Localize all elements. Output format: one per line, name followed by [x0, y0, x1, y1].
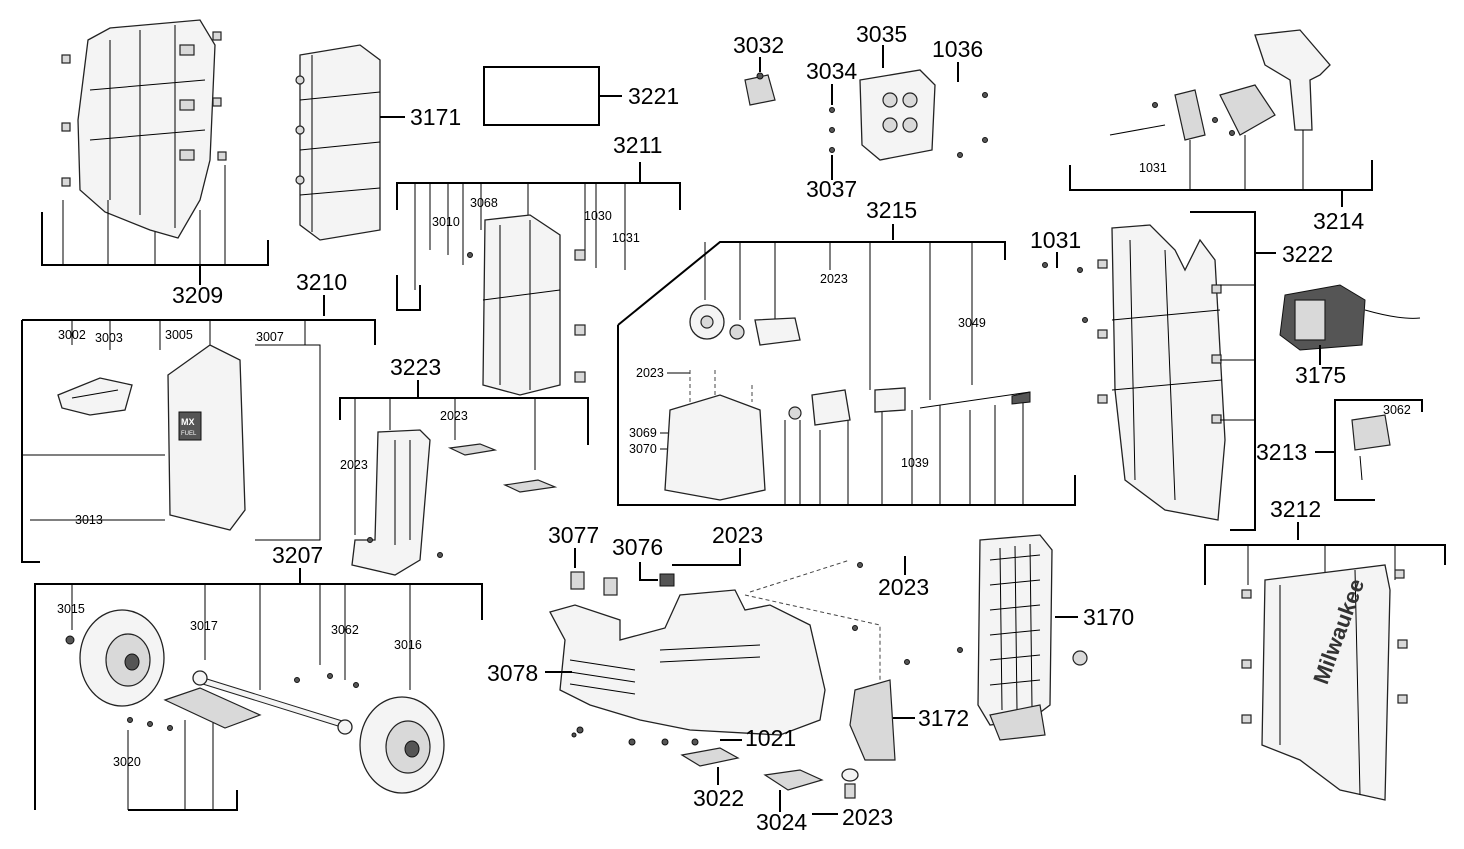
label-3015: 3015	[57, 602, 85, 616]
label-3005: 3005	[165, 328, 193, 342]
label-3010: 3010	[432, 215, 460, 229]
part-3212-shroud: Milwaukee	[1241, 564, 1408, 801]
label-1031-top: 1031	[1139, 161, 1167, 175]
label-3003: 3003	[95, 331, 123, 345]
part-3213-grille	[1351, 414, 1391, 481]
label-3171: 3171	[410, 104, 461, 130]
part-3017-axle	[65, 635, 353, 735]
bracket-3214	[1069, 160, 1373, 191]
label-3175: 3175	[1295, 362, 1346, 388]
label-2023-mid: 2023	[878, 574, 929, 600]
label-3215: 3215	[866, 197, 917, 223]
part-3215-pump	[664, 304, 1031, 501]
label-1031-right: 1031	[1030, 227, 1081, 253]
label-2023-bottom: 2023	[842, 804, 893, 830]
label-3209: 3209	[172, 282, 223, 308]
label-2023-3223a: 2023	[440, 409, 468, 423]
part-3035-junction-box	[859, 69, 936, 161]
label-3213: 3213	[1256, 439, 1307, 465]
part-3211-column	[482, 214, 586, 396]
hardware-fasteners	[127, 102, 1235, 746]
label-3221: 3221	[628, 83, 679, 109]
label-3210: 3210	[296, 269, 347, 295]
part-3214-handle-assembly	[1109, 29, 1331, 141]
part-3221-label-plate	[483, 66, 600, 126]
label-3214: 3214	[1313, 208, 1364, 234]
label-3032: 3032	[733, 32, 784, 58]
bracket-3222	[1190, 211, 1256, 531]
label-3016: 3016	[394, 638, 422, 652]
part-3002-handle-grip	[57, 377, 133, 416]
label-3022: 3022	[693, 785, 744, 811]
part-3222-side-cover	[1097, 224, 1226, 521]
label-3017: 3017	[190, 619, 218, 633]
label-3062-right: 3062	[1383, 403, 1411, 417]
label-3034: 3034	[806, 58, 857, 84]
part-3171-battery-housing	[295, 44, 381, 241]
label-1036: 1036	[932, 36, 983, 62]
label-3212: 3212	[1270, 496, 1321, 522]
label-3002: 3002	[58, 328, 86, 342]
label-3172: 3172	[918, 705, 969, 731]
label-3078: 3078	[487, 660, 538, 686]
label-3024: 3024	[756, 809, 807, 835]
label-3035: 3035	[856, 21, 907, 47]
label-3070: 3070	[629, 442, 657, 456]
label-3007: 3007	[256, 330, 284, 344]
label-2023-3215b: 2023	[636, 366, 664, 380]
part-3076-connector	[659, 573, 675, 587]
label-3020: 3020	[113, 755, 141, 769]
mx-mark: MX	[181, 417, 195, 427]
label-3170: 3170	[1083, 604, 1134, 630]
part-3223-bracket	[351, 429, 558, 576]
part-3170-controller	[977, 534, 1088, 741]
label-3222: 3222	[1282, 241, 1333, 267]
part-3172-bracket	[841, 679, 896, 799]
label-3223: 3223	[390, 354, 441, 380]
label-3037: 3037	[806, 176, 857, 202]
label-3069: 3069	[629, 426, 657, 440]
label-3049: 3049	[958, 316, 986, 330]
bracket-3211	[396, 182, 681, 210]
label-1031-col: 1031	[612, 231, 640, 245]
label-1030: 1030	[584, 209, 612, 223]
part-3032-switch	[744, 72, 776, 106]
label-3211: 3211	[613, 132, 662, 158]
label-2023-top: 2023	[712, 522, 763, 548]
label-3068: 3068	[470, 196, 498, 210]
part-3077-plate	[570, 571, 618, 596]
label-3076: 3076	[612, 534, 663, 560]
label-3207: 3207	[272, 542, 323, 568]
part-3024-skid	[763, 769, 824, 791]
fuel-mark: FUEL	[181, 431, 197, 437]
part-3016-wheel-left	[79, 609, 165, 707]
bracket-3223	[339, 397, 589, 445]
part-3022-plate	[680, 747, 740, 767]
bracket-3210	[21, 319, 376, 563]
part-3209-side-panel	[61, 19, 227, 239]
bracket-3213	[1334, 399, 1423, 501]
label-1021: 1021	[745, 725, 796, 751]
part-3016-wheel-right	[359, 696, 445, 794]
label-1039: 1039	[901, 456, 929, 470]
part-3010-cover-panel: MX FUEL	[167, 344, 321, 541]
label-2023-3215: 2023	[820, 272, 848, 286]
label-3077: 3077	[548, 522, 599, 548]
bracket-3207	[34, 583, 483, 810]
part-3175-motor	[1279, 284, 1421, 351]
label-2023-3223b: 2023	[340, 458, 368, 472]
label-3013: 3013	[75, 513, 103, 527]
part-3078-base-chassis	[549, 559, 881, 736]
bracket-3215	[617, 241, 1076, 506]
label-3062-wheels: 3062	[331, 623, 359, 637]
